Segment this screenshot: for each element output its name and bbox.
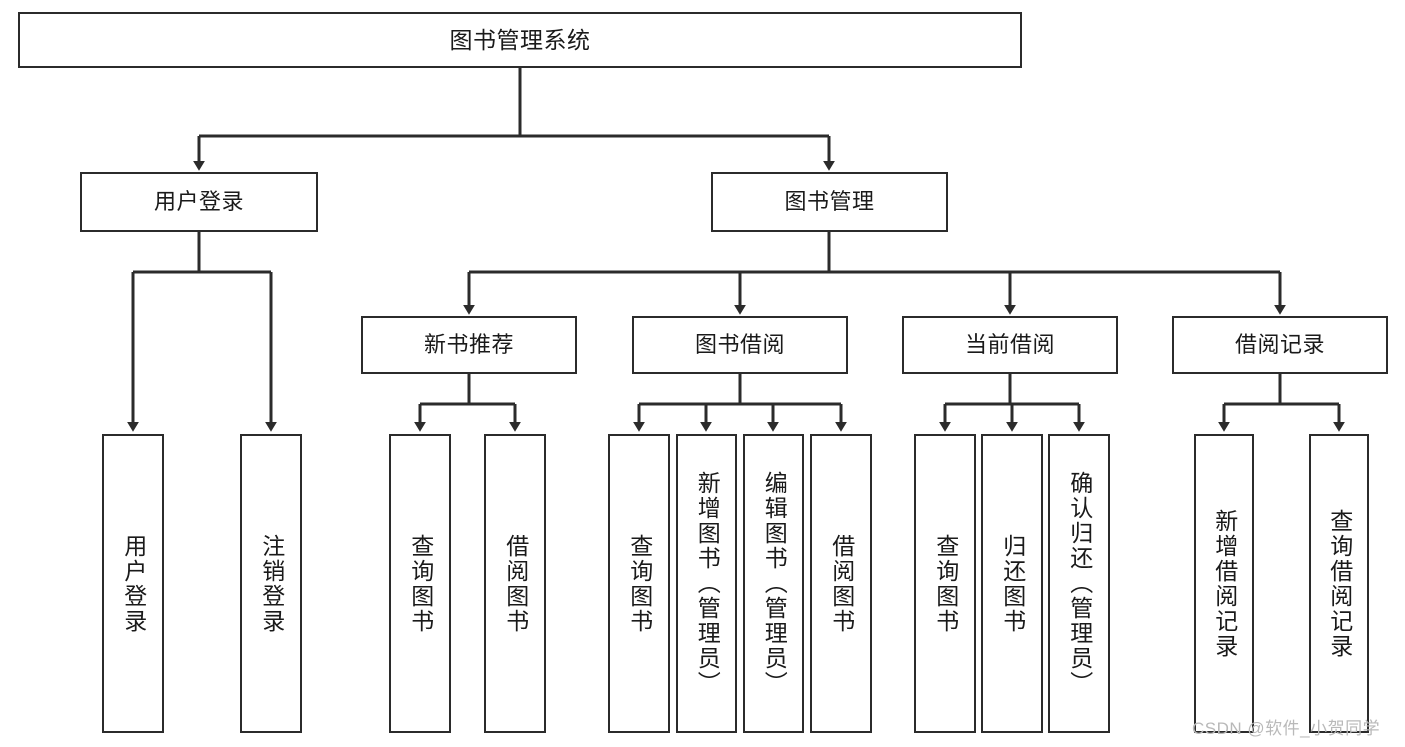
node-leaf-current-borrow-return[interactable]: 归还图书 — [981, 434, 1043, 733]
node-leaf-book-borrow-lend[interactable]: 借阅图书 — [810, 434, 872, 733]
node-leaf-current-borrow-confirm-return[interactable]: 确认归还（管理员） — [1048, 434, 1110, 733]
node-new-book-recommend-label: 新书推荐 — [423, 332, 514, 358]
node-leaf-borrow-record-query[interactable]: 查询借阅记录 — [1309, 434, 1369, 733]
node-leaf-label: 查询图书 — [407, 533, 434, 634]
node-book-management-label: 图书管理 — [784, 189, 875, 215]
node-new-book-recommend[interactable]: 新书推荐 — [361, 316, 577, 374]
node-leaf-label: 查询图书 — [626, 533, 653, 634]
node-leaf-book-borrow-add[interactable]: 新增图书（管理员） — [676, 434, 737, 733]
node-user-login[interactable]: 用户登录 — [80, 172, 318, 232]
node-book-borrow[interactable]: 图书借阅 — [632, 316, 848, 374]
node-leaf-label: 查询借阅记录 — [1326, 508, 1353, 659]
node-root-book-management-system[interactable]: 图书管理系统 — [18, 12, 1022, 68]
node-borrow-record[interactable]: 借阅记录 — [1172, 316, 1388, 374]
node-leaf-book-borrow-edit[interactable]: 编辑图书（管理员） — [743, 434, 804, 733]
node-leaf-label: 注销登录 — [258, 533, 285, 634]
node-current-borrow-label: 当前借阅 — [964, 332, 1055, 358]
node-leaf-label: 新增图书（管理员） — [694, 471, 721, 696]
node-leaf-label: 借阅图书 — [828, 533, 855, 634]
node-book-borrow-label: 图书借阅 — [694, 332, 785, 358]
node-leaf-book-borrow-query[interactable]: 查询图书 — [608, 434, 670, 733]
node-leaf-label: 查询图书 — [932, 533, 959, 634]
node-leaf-new-book-query[interactable]: 查询图书 — [389, 434, 451, 733]
node-leaf-label: 用户登录 — [120, 533, 147, 634]
node-leaf-label: 新增借阅记录 — [1211, 508, 1238, 659]
node-leaf-user-login-signin[interactable]: 用户登录 — [102, 434, 164, 733]
node-book-management[interactable]: 图书管理 — [711, 172, 948, 232]
node-leaf-label: 确认归还（管理员） — [1066, 471, 1093, 696]
node-borrow-record-label: 借阅记录 — [1234, 332, 1325, 358]
node-leaf-current-borrow-query[interactable]: 查询图书 — [914, 434, 976, 733]
node-current-borrow[interactable]: 当前借阅 — [902, 316, 1118, 374]
node-leaf-borrow-record-add[interactable]: 新增借阅记录 — [1194, 434, 1254, 733]
node-leaf-label: 借阅图书 — [502, 533, 529, 634]
node-leaf-label: 编辑图书（管理员） — [761, 471, 788, 696]
node-leaf-label: 归还图书 — [999, 533, 1026, 634]
node-leaf-user-login-signout[interactable]: 注销登录 — [240, 434, 302, 733]
node-leaf-new-book-borrow[interactable]: 借阅图书 — [484, 434, 546, 733]
node-user-login-label: 用户登录 — [153, 189, 244, 215]
node-root-label: 图书管理系统 — [449, 26, 591, 53]
watermark-csdn: CSDN @软件_小贺同学 — [1192, 719, 1381, 738]
